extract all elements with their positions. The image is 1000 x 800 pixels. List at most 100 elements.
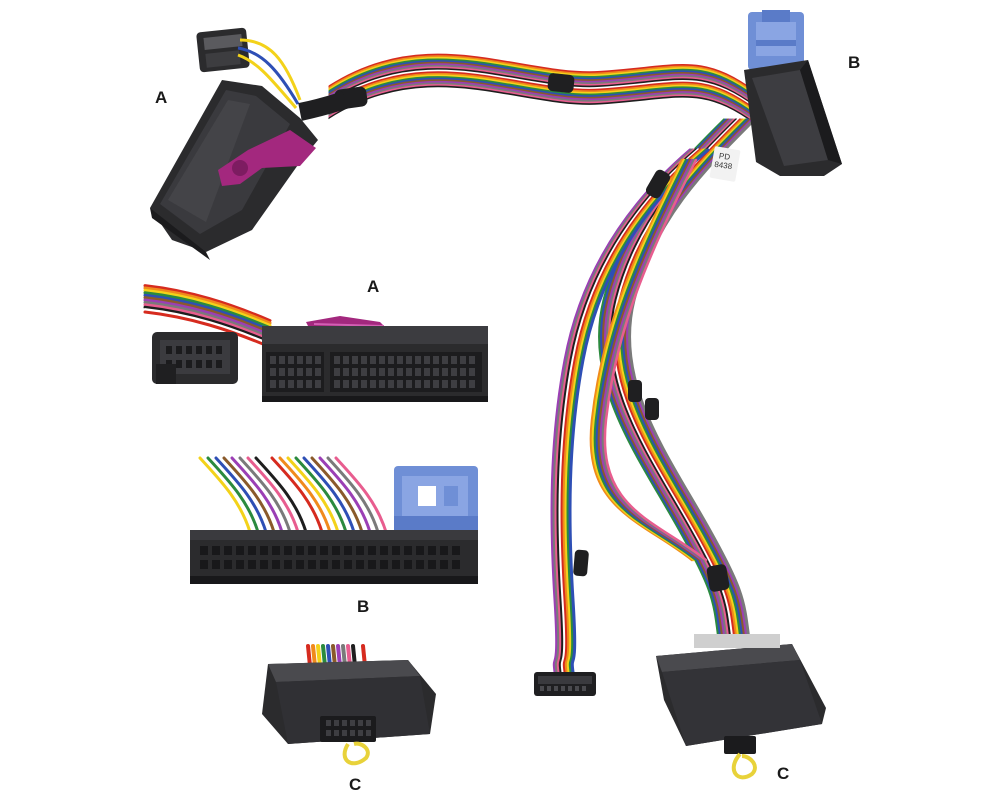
pin	[236, 546, 244, 555]
connector-a-closeup	[152, 316, 488, 402]
pin-grid-a	[270, 356, 475, 388]
wire	[328, 58, 757, 99]
pin	[406, 356, 412, 364]
pin	[451, 368, 457, 376]
pin	[460, 356, 466, 364]
pin	[428, 560, 436, 569]
wire	[214, 456, 268, 534]
label-b-top: B	[848, 53, 861, 72]
label-a-top: A	[155, 88, 168, 107]
pin	[260, 546, 268, 555]
wire	[143, 300, 272, 339]
wire	[328, 74, 757, 115]
wire	[328, 64, 757, 106]
wire	[328, 87, 757, 128]
pin	[361, 368, 367, 376]
wire	[143, 288, 272, 327]
pin	[368, 560, 376, 569]
pin	[380, 560, 388, 569]
small-plug-closeup	[152, 332, 238, 384]
wire	[143, 298, 272, 337]
pin	[248, 560, 256, 569]
wire	[143, 296, 272, 335]
wire	[143, 310, 272, 349]
wire	[278, 456, 332, 534]
wire	[143, 284, 272, 323]
pin	[343, 368, 349, 376]
wire	[270, 456, 324, 534]
wire	[198, 456, 252, 534]
module-c-left	[262, 660, 436, 766]
small-plug-top	[196, 27, 302, 109]
pin	[397, 380, 403, 388]
pin	[442, 368, 448, 376]
pin	[308, 546, 316, 555]
wire	[328, 69, 757, 110]
pin	[469, 380, 475, 388]
pin	[361, 356, 367, 364]
pin	[343, 380, 349, 388]
wire	[328, 60, 757, 101]
wire	[550, 148, 692, 674]
harness-tag-line2: 8438	[713, 159, 733, 172]
pin	[334, 368, 340, 376]
pin	[442, 356, 448, 364]
wire	[334, 456, 388, 534]
wire	[328, 72, 757, 114]
wire	[318, 456, 372, 534]
wire	[558, 148, 700, 674]
wire	[566, 148, 708, 674]
pin	[392, 546, 400, 555]
wire	[206, 456, 260, 534]
pin	[415, 368, 421, 376]
wire	[328, 76, 757, 117]
wire	[306, 644, 312, 668]
pin	[433, 380, 439, 388]
pin	[388, 380, 394, 388]
pin	[344, 560, 352, 569]
pin	[406, 380, 412, 388]
pin	[297, 356, 303, 364]
pin	[212, 546, 220, 555]
pin	[433, 356, 439, 364]
pin	[272, 560, 280, 569]
wire	[560, 148, 702, 674]
pin	[388, 356, 394, 364]
pin	[332, 560, 340, 569]
label-c-bottom-left: C	[349, 775, 362, 794]
pin	[200, 560, 208, 569]
pin	[272, 546, 280, 555]
wire-bundle-mid-b	[198, 456, 388, 534]
wire	[554, 148, 696, 674]
pin	[352, 356, 358, 364]
wire	[254, 456, 308, 534]
pin	[404, 546, 412, 555]
pin	[415, 356, 421, 364]
pin	[306, 356, 312, 364]
wire	[143, 291, 272, 330]
pin	[397, 356, 403, 364]
pin	[397, 368, 403, 376]
wire-bundle-top	[328, 53, 757, 128]
wire	[328, 61, 757, 102]
pin	[334, 380, 340, 388]
harness-tag-text: PD 8438	[711, 149, 737, 173]
wire	[328, 84, 757, 125]
wire	[262, 456, 316, 534]
pin	[424, 356, 430, 364]
wire	[143, 305, 272, 344]
wire	[326, 456, 380, 534]
wire	[294, 456, 348, 534]
pin	[270, 356, 276, 364]
pin	[460, 368, 466, 376]
pin	[224, 560, 232, 569]
pin	[352, 380, 358, 388]
pin	[320, 560, 328, 569]
pin	[469, 368, 475, 376]
pin	[368, 546, 376, 555]
pin	[388, 368, 394, 376]
wire	[328, 80, 757, 122]
pin	[370, 380, 376, 388]
pin	[306, 368, 312, 376]
